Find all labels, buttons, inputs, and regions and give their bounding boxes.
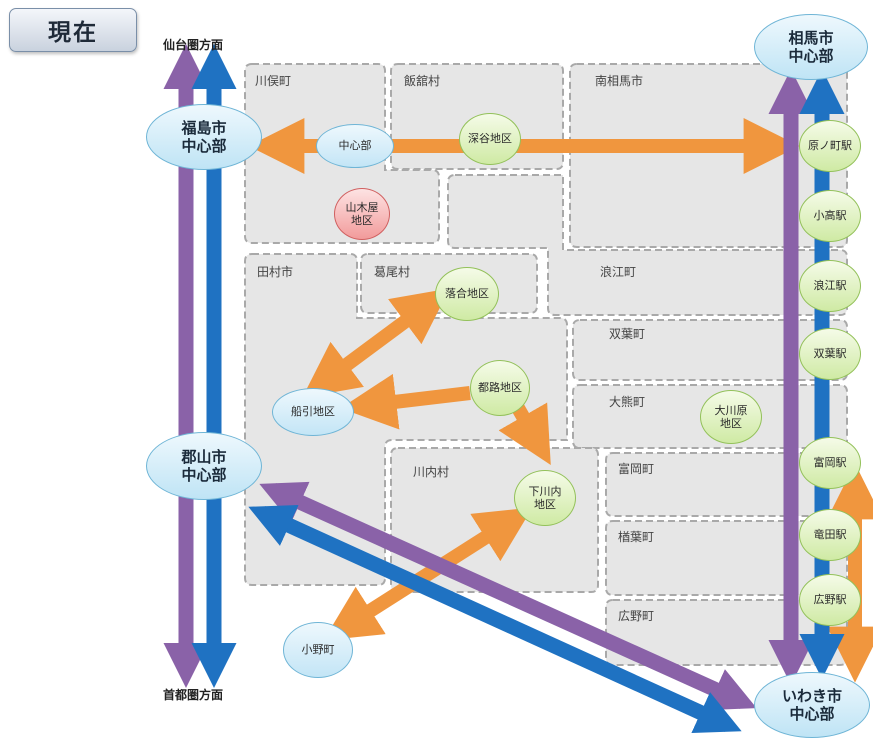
district-yamakiya[interactable]: 山木屋 地区 [334, 188, 390, 240]
district-fukaya[interactable]: 深谷地区 [459, 113, 521, 165]
district-shimokawauchi[interactable]: 下川内 地区 [514, 470, 576, 526]
orange-arrow-ochiai-funehiki [302, 288, 450, 398]
station-odaka-label: 小高駅 [813, 209, 847, 223]
district-shimokawauchi-label: 下川内 地区 [528, 484, 562, 511]
station-hirono[interactable]: 広野駅 [799, 574, 861, 626]
city-soma-label: 相馬市 中心部 [788, 29, 834, 65]
station-tomioka[interactable]: 富岡駅 [799, 437, 861, 489]
area-label-naraha: 楢葉町 [618, 530, 655, 544]
area-label-iitate: 飯舘村 [404, 74, 441, 88]
city-koriyama-label: 郡山市 中心部 [181, 448, 227, 484]
city-soma[interactable]: 相馬市 中心部 [754, 14, 868, 80]
shutoken-direction-label: 首都圏方面 [163, 688, 224, 702]
city-fukushima[interactable]: 福島市 中心部 [146, 104, 262, 170]
area-label-kawauchi: 川内村 [413, 465, 450, 479]
district-yamakiya-label: 山木屋 地区 [345, 200, 379, 227]
district-chushinbu-label: 中心部 [338, 139, 372, 153]
district-fukaya-label: 深谷地区 [468, 132, 512, 146]
district-okawara-label: 大川原 地区 [714, 403, 748, 430]
station-tatsuta-label: 竜田駅 [813, 528, 847, 542]
station-tomioka-label: 富岡駅 [813, 456, 847, 470]
sendai-direction-label: 仙台圏方面 [163, 38, 224, 52]
area-label-namie: 浪江町 [600, 265, 637, 279]
orange-arrow-miyakoji-funehiki [340, 373, 471, 430]
district-ochiai[interactable]: 落合地区 [435, 267, 499, 321]
station-tatsuta[interactable]: 竜田駅 [799, 509, 861, 561]
station-namie[interactable]: 浪江駅 [799, 260, 861, 312]
station-futaba-label: 双葉駅 [813, 347, 847, 361]
station-odaka[interactable]: 小高駅 [799, 190, 861, 242]
city-koriyama[interactable]: 郡山市 中心部 [146, 432, 262, 500]
area-label-tomioka: 富岡町 [618, 462, 655, 476]
district-funehiki-label: 船引地区 [291, 405, 335, 419]
city-iwaki[interactable]: いわき市 中心部 [754, 672, 870, 738]
current-status-button[interactable]: 現在 [9, 8, 137, 52]
area-label-okuma: 大熊町 [609, 395, 646, 409]
area-label-kawamata: 川俣町 [255, 74, 292, 88]
station-haranomachi-label: 原ノ町駅 [808, 139, 852, 153]
station-haranomachi[interactable]: 原ノ町駅 [799, 120, 861, 172]
district-ono[interactable]: 小野町 [283, 622, 353, 678]
district-chushinbu[interactable]: 中心部 [316, 124, 394, 168]
district-miyakoji-label: 都路地区 [478, 381, 522, 395]
area-label-tamura: 田村市 [257, 265, 294, 279]
district-funehiki[interactable]: 船引地区 [272, 388, 354, 436]
district-ono-label: 小野町 [301, 643, 335, 657]
station-futaba[interactable]: 双葉駅 [799, 328, 861, 380]
orange-arrow-miyakoji-shimokawauchi [498, 402, 551, 465]
blue-arrow-koriyama-iwaki [248, 504, 742, 734]
district-ochiai-label: 落合地区 [445, 287, 489, 301]
area-label-minamisoma: 南相馬市 [595, 74, 644, 88]
station-hirono-label: 広野駅 [813, 593, 847, 607]
area-namie-shape [447, 174, 848, 316]
station-namie-label: 浪江駅 [813, 279, 847, 293]
area-label-futaba: 双葉町 [609, 327, 646, 341]
district-okawara[interactable]: 大川原 地区 [700, 390, 762, 444]
area-label-katsurao: 葛尾村 [374, 265, 411, 279]
district-miyakoji[interactable]: 都路地区 [470, 360, 530, 416]
city-fukushima-label: 福島市 中心部 [181, 119, 227, 155]
city-iwaki-label: いわき市 中心部 [781, 687, 842, 723]
area-label-hirono: 広野町 [618, 609, 655, 623]
